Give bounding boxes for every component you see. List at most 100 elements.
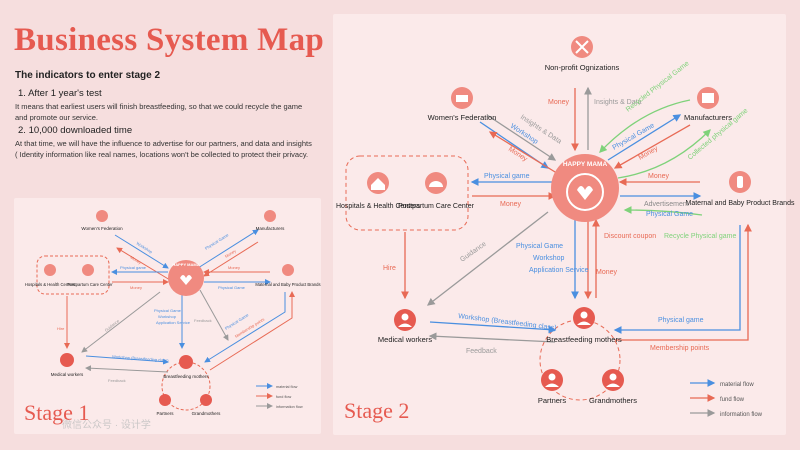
hospitals-label: Hospitals & Health Centers — [336, 203, 421, 210]
money-label-brand: Money — [648, 173, 670, 180]
service-label-3: Application Service — [529, 267, 589, 274]
s1-maternal-label: Maternal and Baby Product Brands — [255, 282, 320, 287]
collected-arrow — [617, 129, 711, 179]
s1-workshop-label: Workshop — [135, 241, 154, 255]
s1-feedback-label-center: Feedback — [194, 318, 212, 323]
physical-game-arrow-brand — [613, 225, 741, 334]
grandmothers-icon — [602, 369, 624, 391]
s1-workshop-bf-label: Workshop (Breastfeeding class) — [112, 354, 169, 363]
heart-icon — [577, 186, 593, 200]
advertisement-label: Advertisement — [644, 201, 689, 208]
watermark: 微信公众号 · 设计学 — [62, 418, 151, 431]
s1-pg-label-manu: Physical Game — [204, 232, 230, 251]
service-label-2: Workshop — [533, 255, 564, 262]
partners-label: Partners — [538, 396, 567, 405]
stage2-card — [333, 14, 786, 435]
hospital-icon — [367, 172, 389, 194]
medical-icon — [394, 309, 416, 331]
s1-service-label-1: Physical Game — [154, 308, 182, 313]
s1-pg-label-hosp: Physical game — [120, 265, 147, 270]
recycle-label: Recycle Physical game — [664, 233, 736, 240]
s1-manufacturers-icon — [264, 210, 276, 222]
stage2-label: Stage 2 — [344, 398, 409, 423]
womens-label: Women's Federation — [428, 113, 497, 122]
s1-legend-fund: fund flow — [276, 395, 291, 399]
happy-mama-logo — [551, 154, 619, 222]
s1-money-label-womens: Money — [129, 255, 142, 266]
money-arrow-manu — [613, 124, 691, 169]
s1-grandmothers-icon — [200, 394, 212, 406]
mothers-label: Breastfeeding mothers — [546, 335, 622, 344]
legend-fund: fund flow — [720, 397, 745, 403]
physical-game-arrow-manu — [607, 114, 682, 161]
guidance-arrow — [426, 211, 549, 306]
s1-guidance-arrow — [81, 291, 161, 353]
s1-money-arrow-womens — [116, 247, 171, 281]
s1-money-arrow-manu — [203, 241, 259, 277]
indicator-1-text: It means that earliest users will finish… — [15, 102, 303, 122]
feedback-label: Feedback — [466, 348, 497, 355]
s1-mothers-label: Breastfeeding mothers — [163, 374, 209, 379]
postpartum-label: Postpartum Care Center — [398, 203, 475, 210]
money-label-nonprofit: Money — [548, 99, 570, 106]
feedback-arrow — [428, 332, 556, 343]
s1-womens-label: Women's Federation — [81, 226, 123, 231]
grandmothers-label: Grandmothers — [589, 396, 637, 405]
money-label-hosp: Money — [500, 201, 522, 208]
s1-membership-arrow — [209, 291, 295, 371]
postpartum-icon — [425, 172, 447, 194]
s1-medical-icon — [60, 353, 74, 367]
indicators-heading: The indicators to enter stage 2 — [15, 70, 161, 81]
partners-icon — [541, 369, 563, 391]
medical-label: Medical workers — [378, 335, 432, 344]
s1-heart-icon — [180, 275, 192, 285]
maternal-label: Maternal and Baby Product Brands — [686, 200, 795, 207]
page-title: Business System Map — [14, 22, 325, 58]
s1-legend-material: material flow — [276, 385, 298, 389]
hire-label: Hire — [383, 265, 396, 272]
membership-label: Membership points — [650, 345, 710, 352]
s1-service-label-3: Application Service — [156, 320, 191, 325]
indicator-2-text: At that time, we will have the influence… — [15, 139, 312, 159]
recycle-arrow — [623, 206, 703, 216]
indicator-1-heading: 1. After 1 year's test — [18, 88, 102, 99]
legend-information: information flow — [720, 412, 763, 418]
s1-partners-icon — [159, 394, 171, 406]
s1-medical-label: Medical workers — [51, 372, 84, 377]
maternal-brand-icon — [729, 171, 751, 193]
manufacturers-icon — [697, 87, 719, 109]
mothers-icon — [573, 307, 595, 329]
s1-feedback-arrow-medical — [85, 365, 169, 373]
nonprofit-label: Non-profit Ognizations — [545, 63, 620, 72]
s1-postpartum-icon — [82, 264, 94, 276]
physical-game-label-brand: Physical game — [658, 317, 704, 324]
womens-icon — [451, 87, 473, 109]
s1-grandmothers-label: Grandmothers — [192, 411, 222, 416]
insights-arrow-womens — [486, 114, 557, 161]
s1-womens-icon — [96, 210, 108, 222]
insights-label-nonprofit: Insights & Data — [594, 99, 642, 106]
membership-arrow — [615, 223, 752, 341]
s1-partners-label: Partners — [156, 411, 174, 416]
indicator-2-heading: 2. 10,000 downloaded time — [18, 125, 133, 136]
s1-mothers-icon — [179, 355, 193, 369]
recycled-arrow — [599, 99, 691, 153]
coupon-label: Discount coupon — [604, 233, 656, 240]
s1-brand-label: HAPPY MAMA — [172, 262, 199, 267]
s1-service-label-2: Workshop — [158, 314, 177, 319]
s1-manufacturers-label: Manufacturers — [256, 226, 286, 231]
money-arrow-womens — [488, 131, 561, 176]
s1-feedback-arrow — [199, 289, 229, 341]
service-label-1: Physical Game — [516, 243, 563, 250]
s1-workshop-arrow — [114, 234, 169, 269]
s1-hospitals-label: Hospitals & Health Centers — [25, 282, 75, 287]
family-group-circle — [539, 319, 621, 401]
s1-money-label-brand: Money — [228, 265, 240, 270]
s1-legend-information: information flow — [276, 405, 303, 409]
s1-guidance-label: Guidance — [104, 318, 121, 333]
physical-game-label-hosp: Physical game — [484, 173, 530, 180]
nonprofit-icon — [571, 36, 593, 58]
manufacturers-label: Manufacturers — [684, 113, 732, 122]
brand-label: HAPPY MAMA — [563, 161, 608, 168]
